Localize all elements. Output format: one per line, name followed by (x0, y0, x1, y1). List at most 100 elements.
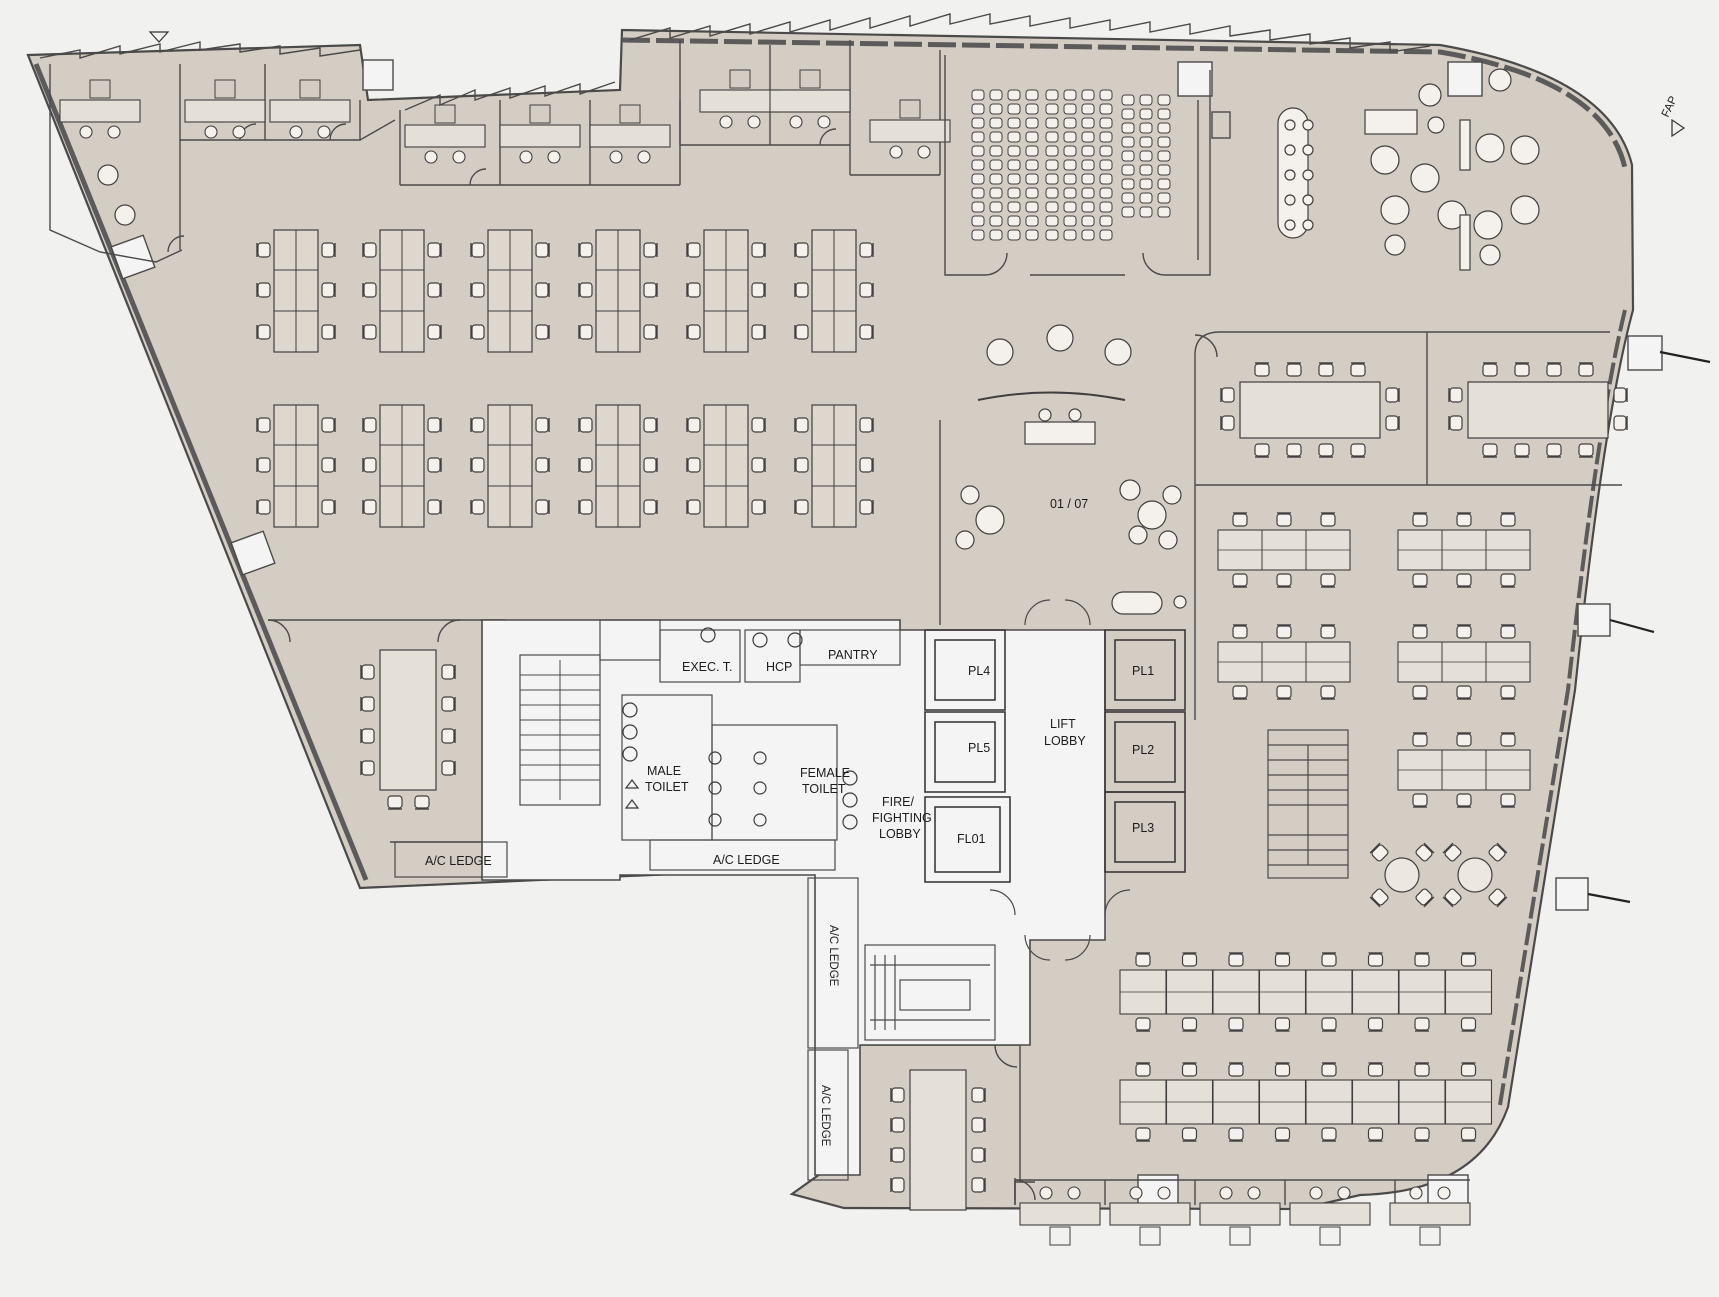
auditorium-seat (1121, 192, 1135, 204)
auditorium-seat (1045, 159, 1059, 171)
auditorium-seat (989, 103, 1003, 115)
conference-chair (1514, 362, 1530, 377)
unit-number-label: 01 / 07 (1050, 497, 1088, 511)
auditorium-seat (989, 215, 1003, 227)
conference-chair (360, 696, 375, 712)
conference-chair (1385, 387, 1400, 403)
conference-chair (1613, 415, 1628, 431)
auditorium-seat (1121, 206, 1135, 218)
ac-ledge-label-core: A/C LEDGE (713, 853, 780, 867)
conference-chair (971, 1087, 986, 1103)
auditorium-seat (1099, 103, 1113, 115)
conference-chair (1286, 362, 1302, 377)
auditorium-seat (1099, 89, 1113, 101)
conference-chair (441, 728, 456, 744)
facade-markers (1587, 350, 1711, 904)
auditorium-seat (971, 89, 985, 101)
auditorium-seat (1007, 145, 1021, 157)
lift-pl2-label: PL2 (1132, 743, 1154, 757)
male-toilet-label-1: MALE (647, 764, 681, 778)
lift-cars (924, 629, 1186, 883)
auditorium-seat (1063, 201, 1077, 213)
auditorium-seat (1045, 173, 1059, 185)
fap-marker (1671, 118, 1686, 138)
workstation-pod (363, 405, 441, 527)
lift-lobby-label-1: LIFT (1050, 717, 1076, 731)
auditorium-seat (1081, 89, 1095, 101)
north-offices (49, 40, 941, 263)
ne-meeting-rooms (1194, 331, 1622, 720)
conference-chair (441, 760, 456, 776)
auditorium-seat (971, 131, 985, 143)
workstation-pod (363, 230, 441, 352)
auditorium-seat (1121, 122, 1135, 134)
auditorium-seat (1099, 201, 1113, 213)
conference-chair (1220, 387, 1235, 403)
auditorium-seat (1045, 103, 1059, 115)
auditorium-seat (1045, 145, 1059, 157)
conference-chair (890, 1177, 905, 1193)
auditorium-seat (1081, 159, 1095, 171)
auditorium-seat (1081, 145, 1095, 157)
core-labels: EXEC. T. HCP PANTRY MALE TOILET FEMALE T… (425, 94, 1680, 1146)
workstation-pod (257, 405, 335, 527)
auditorium-seat (971, 215, 985, 227)
auditorium-seat (1081, 215, 1095, 227)
fire-lobby-label-2: FIGHTING (872, 811, 932, 825)
ac-ledge-label-west: A/C LEDGE (425, 854, 492, 868)
auditorium-seat (1045, 117, 1059, 129)
conference-chair (360, 664, 375, 680)
auditorium-seat (1025, 117, 1039, 129)
workstation-pod (687, 405, 765, 527)
auditorium-seat (1063, 131, 1077, 143)
building-core (394, 599, 1186, 1181)
auditorium-seat (1045, 201, 1059, 213)
auditorium-seat (989, 145, 1003, 157)
auditorium-seat (1045, 187, 1059, 199)
auditorium-seat (1007, 215, 1021, 227)
lift-fl01-label: FL01 (957, 832, 986, 846)
auditorium-seat (1081, 173, 1095, 185)
conference-chair (1448, 415, 1463, 431)
auditorium-seat (989, 229, 1003, 241)
west-conference-table (379, 649, 437, 791)
conference-chair (1514, 443, 1530, 458)
auditorium-seat (1139, 150, 1153, 162)
auditorium-seat (1063, 103, 1077, 115)
auditorium (944, 55, 1231, 276)
auditorium-seat (1157, 150, 1171, 162)
auditorium-seat (1121, 150, 1135, 162)
auditorium-seat (1063, 215, 1077, 227)
fire-lobby-label-1: FIRE/ (882, 795, 914, 809)
toilet-fixtures (622, 627, 858, 830)
conference-chair (1350, 443, 1366, 458)
fire-lobby-label-3: LOBBY (879, 827, 921, 841)
auditorium-seat (1139, 192, 1153, 204)
auditorium-seat (1007, 103, 1021, 115)
northwest-window-sawtooth (39, 41, 361, 59)
conference-chair (1482, 362, 1498, 377)
conference-chair (971, 1147, 986, 1163)
ac-ledge-label-vertical-2: A/C LEDGE (819, 1085, 831, 1147)
auditorium-seat (1139, 122, 1153, 134)
workstation-pod (687, 230, 765, 352)
ne-conference-tables (1220, 362, 1628, 458)
auditorium-seat (1081, 131, 1095, 143)
pantry-label: PANTRY (828, 648, 878, 662)
conference-chair (360, 760, 375, 776)
conference-chair (1578, 443, 1594, 458)
auditorium-seat (989, 117, 1003, 129)
conference-chair (1254, 443, 1270, 458)
auditorium-seat (971, 103, 985, 115)
conference-chair (1318, 362, 1334, 377)
auditorium-seat (989, 173, 1003, 185)
auditorium-seat (1099, 215, 1113, 227)
auditorium-seat (1007, 159, 1021, 171)
auditorium-seat (1121, 94, 1135, 106)
auditorium-seat (1157, 136, 1171, 148)
auditorium-seat (1099, 229, 1113, 241)
auditorium-seat (1025, 201, 1039, 213)
auditorium-seat (1063, 187, 1077, 199)
auditorium-seat (1099, 117, 1113, 129)
auditorium-seat (1007, 131, 1021, 143)
